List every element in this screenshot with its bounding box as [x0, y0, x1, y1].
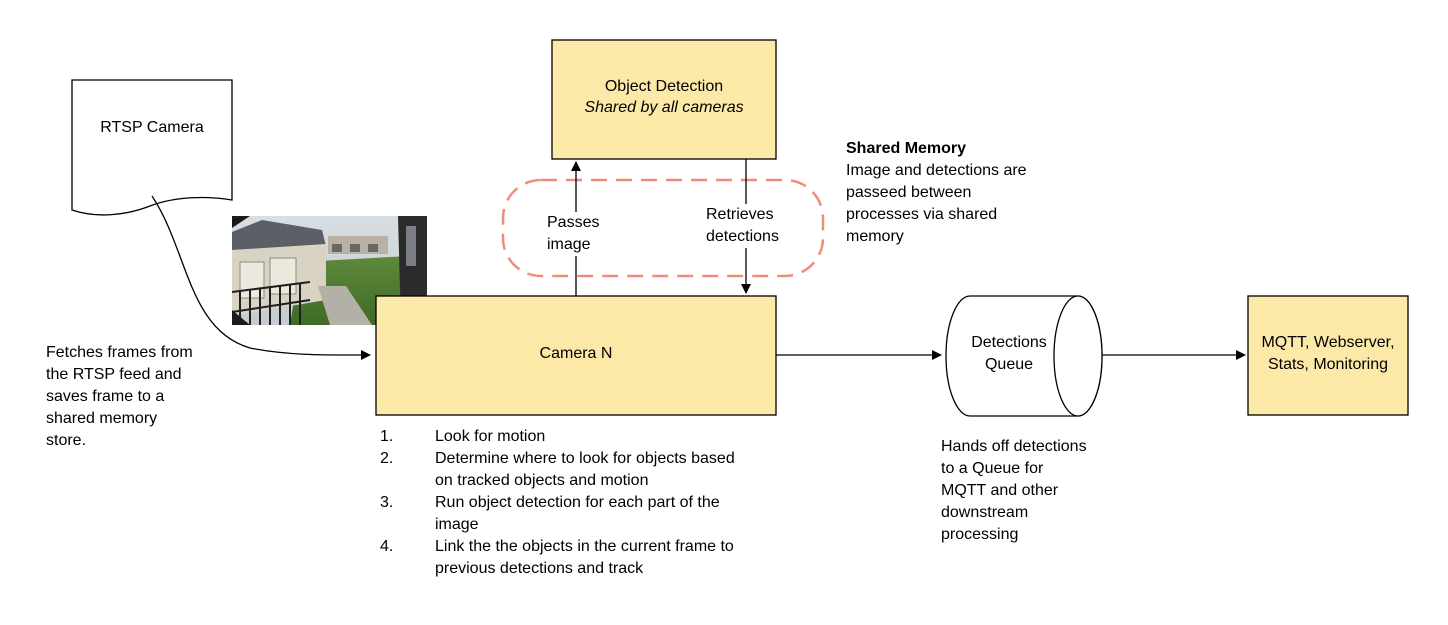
shared-memory-line-4: memory — [846, 228, 904, 245]
fetch-line-5: store. — [46, 432, 87, 449]
fetch-line-4: shared memory — [46, 410, 158, 427]
step-item: 4. Link the the objects in the current f… — [380, 536, 780, 580]
rtsp-to-camera-edge — [151, 195, 371, 361]
object-detection-node — [551, 39, 777, 160]
shared-memory-title: Shared Memory — [846, 140, 967, 157]
step-item: 2. Determine where to look for objects b… — [380, 448, 780, 492]
object-detection-title: Object Detection — [604, 78, 724, 95]
step-item: 3. Run object detection for each part of… — [380, 492, 780, 536]
object-detection-subtitle: Shared by all cameras — [584, 99, 744, 116]
step-item: 1. Look for motion — [380, 426, 780, 448]
shared-memory-region — [501, 178, 825, 278]
fetch-line-2: the RTSP feed and — [46, 366, 182, 383]
passes-line-1: Passes — [547, 214, 600, 231]
shared-memory-line-2: passeed between — [846, 184, 972, 201]
passes-line-2: image — [547, 236, 591, 253]
handoff-line-3: MQTT and other — [941, 482, 1059, 499]
step-number: 4. — [380, 538, 394, 555]
outputs-line-2: Stats, Monitoring — [1267, 356, 1389, 373]
step-text: Run object detection for each part of th… — [435, 494, 720, 533]
rtsp-camera-label: RTSP Camera — [100, 119, 204, 136]
handoff-line-4: downstream — [941, 504, 1029, 521]
fetch-note: Fetches frames from the RTSP feed and sa… — [46, 342, 193, 452]
outputs-label: MQTT, Webserver, Stats, Monitoring — [1248, 332, 1408, 376]
step-number: 2. — [380, 450, 394, 467]
rtsp-camera-node — [71, 79, 233, 216]
queue-line-1: Detections — [971, 334, 1047, 351]
outputs-line-1: MQTT, Webserver, — [1261, 334, 1395, 351]
step-text: Look for motion — [435, 428, 546, 445]
detections-queue-label: Detections Queue — [950, 332, 1068, 376]
detections-queue-node — [945, 295, 1103, 417]
step-number: 3. — [380, 494, 394, 511]
handoff-line-5: processing — [941, 526, 1019, 543]
shared-memory-line-3: processes via shared — [846, 206, 998, 223]
step-number: 1. — [380, 428, 394, 445]
shared-memory-line-1: Image and detections are — [846, 162, 1027, 179]
passes-image-label: Passes image — [547, 212, 602, 256]
queue-line-2: Queue — [984, 356, 1034, 373]
step-text: Determine where to look for objects base… — [435, 450, 735, 489]
handoff-note: Hands off detections to a Queue for MQTT… — [941, 436, 1087, 546]
retrieves-line-2: detections — [706, 228, 779, 245]
handoff-line-2: to a Queue for — [941, 460, 1044, 477]
retrieves-detections-label: Retrieves detections — [706, 204, 779, 248]
camera-n-node — [375, 295, 777, 416]
step-text: Link the the objects in the current fram… — [435, 538, 734, 577]
fetch-line-1: Fetches frames from — [46, 344, 193, 361]
fetch-line-3: saves frame to a — [46, 388, 165, 405]
retrieves-line-1: Retrieves — [706, 206, 774, 223]
outputs-node — [1247, 295, 1409, 416]
shared-memory-note: Shared Memory Image and detections are p… — [846, 138, 1027, 248]
camera-n-label: Camera N — [539, 345, 613, 362]
handoff-line-1: Hands off detections — [941, 438, 1087, 455]
camera-steps-list: 1. Look for motion 2. Determine where to… — [380, 426, 780, 580]
